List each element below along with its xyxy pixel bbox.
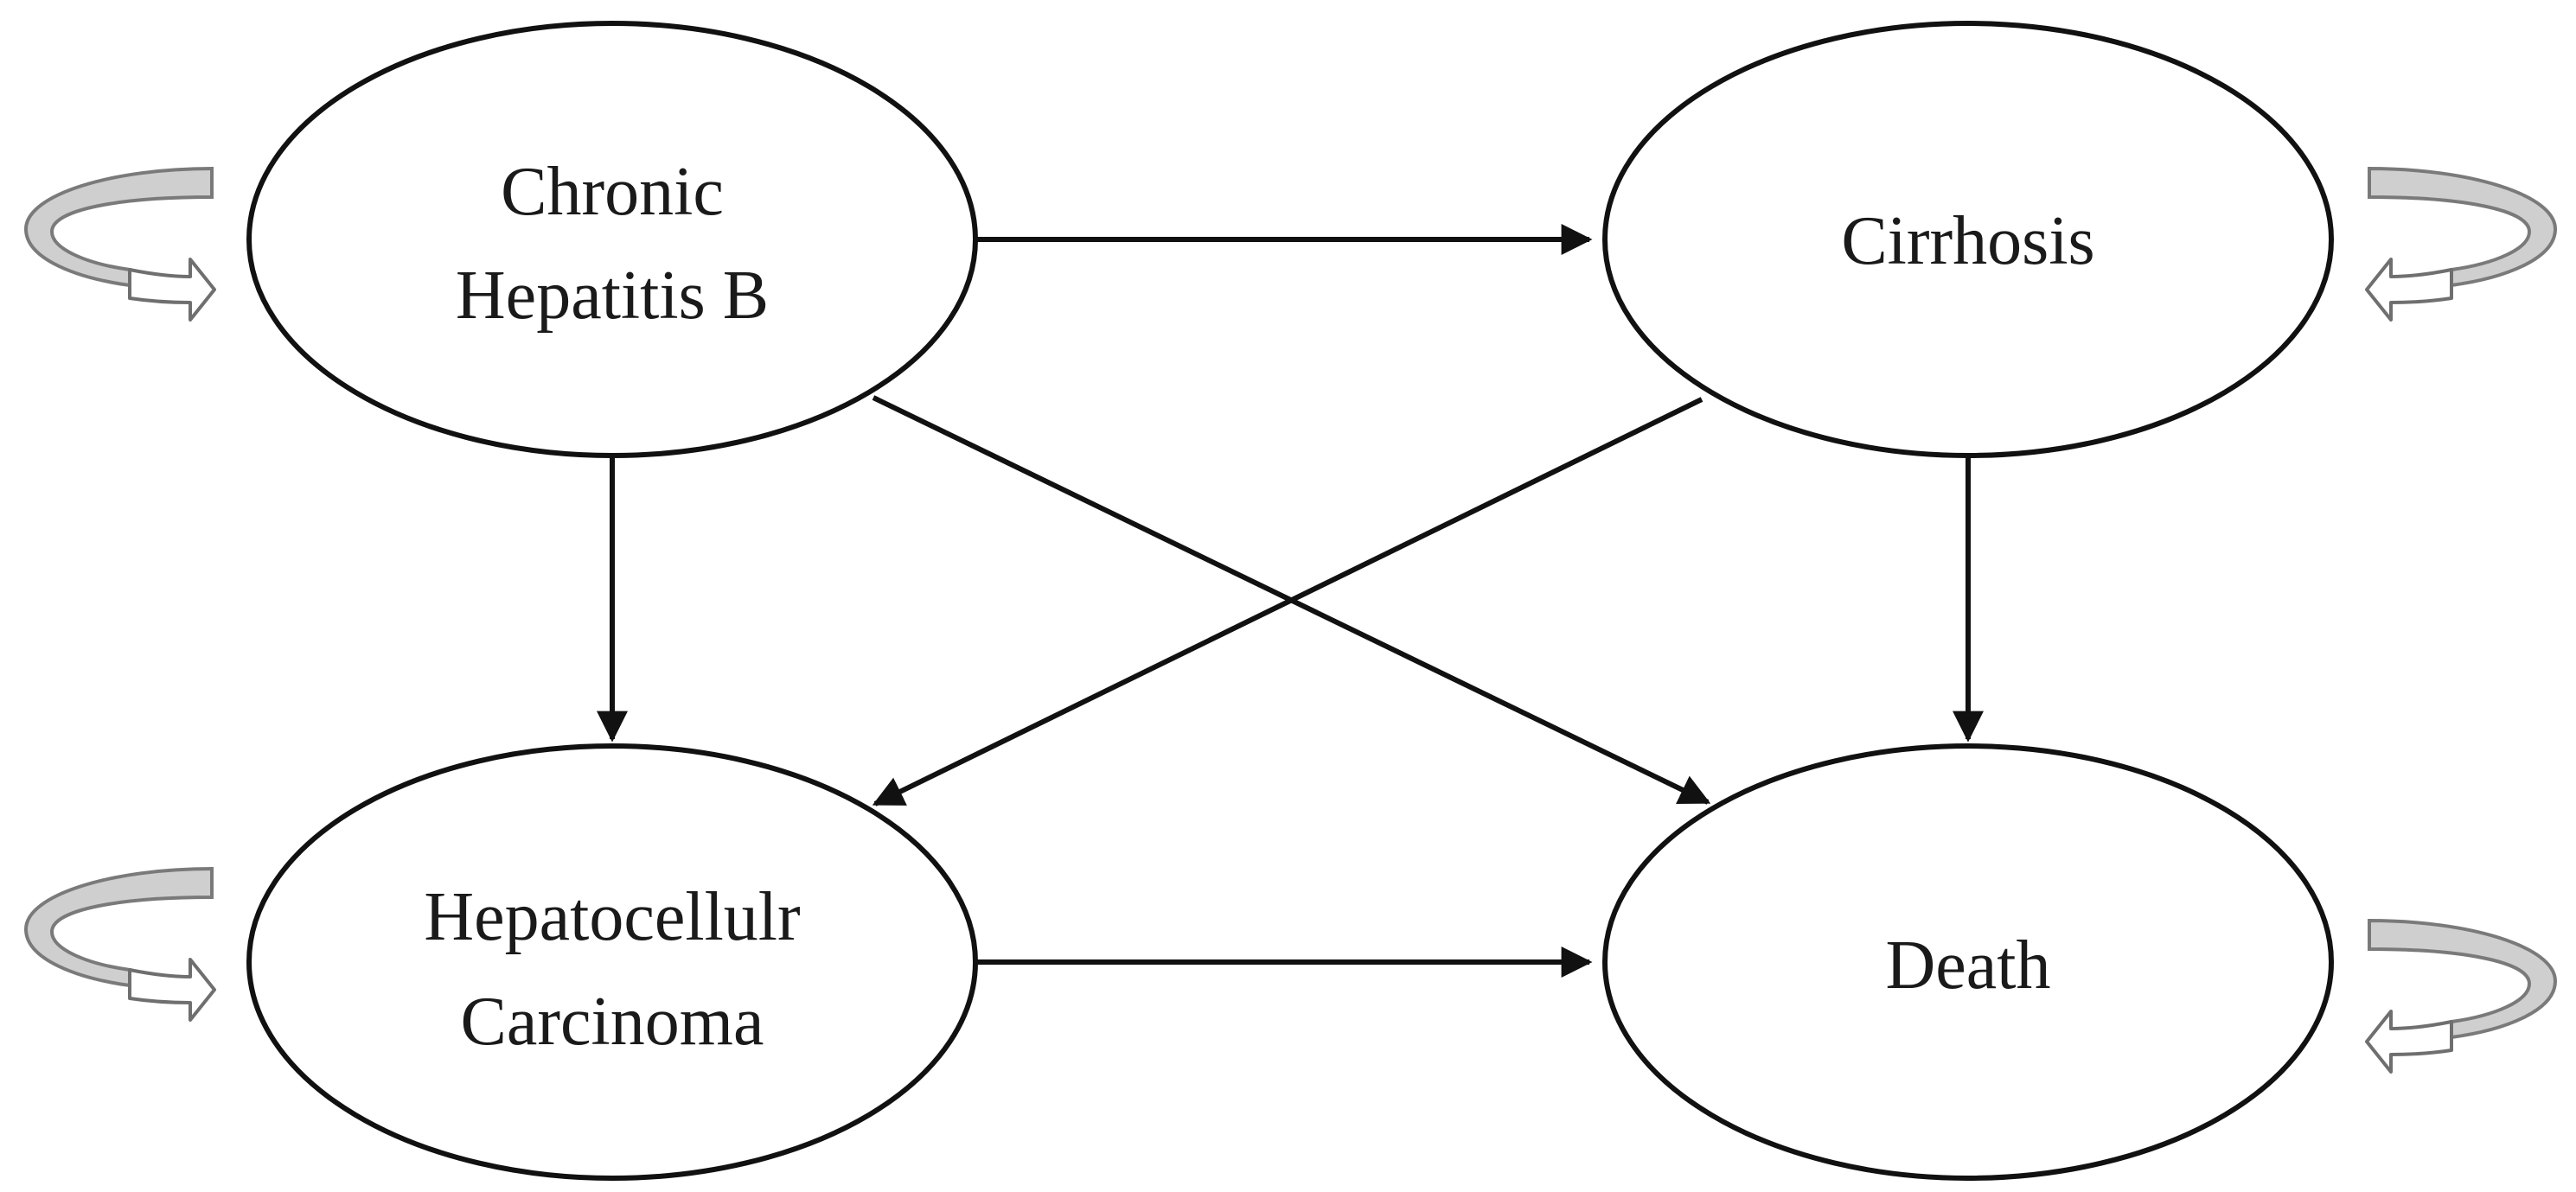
loop-arrow-icon xyxy=(128,258,216,322)
edge-cirrhosis-to-hcc xyxy=(872,397,1703,806)
loop-arrow-icon xyxy=(2365,258,2453,322)
node-label-line2: Hepatitis B xyxy=(456,258,769,334)
loop-arrow-icon xyxy=(2365,1010,2453,1074)
self-loop-chronic-hepatitis-b xyxy=(23,166,216,322)
node-label-line1: Hepatocellulr xyxy=(424,879,800,955)
self-loop-hepatocellular-carcinoma xyxy=(23,866,216,1022)
node-chronic-hepatitis-b: Chronic Hepatitis B xyxy=(246,21,978,458)
node-label-line2: Carcinoma xyxy=(461,984,764,1060)
node-label-line1: Chronic xyxy=(501,154,724,230)
loop-arrow-icon xyxy=(128,958,216,1022)
node-hepatocellular-carcinoma: Hepatocellulr Carcinoma xyxy=(246,743,978,1181)
node-death: Death xyxy=(1602,743,2334,1181)
node-label-line1: Cirrhosis xyxy=(1841,203,2094,279)
node-cirrhosis: Cirrhosis xyxy=(1602,21,2334,458)
self-loop-cirrhosis xyxy=(2365,166,2558,322)
self-loop-death xyxy=(2365,918,2558,1074)
node-label-line1: Death xyxy=(1885,927,2050,1004)
